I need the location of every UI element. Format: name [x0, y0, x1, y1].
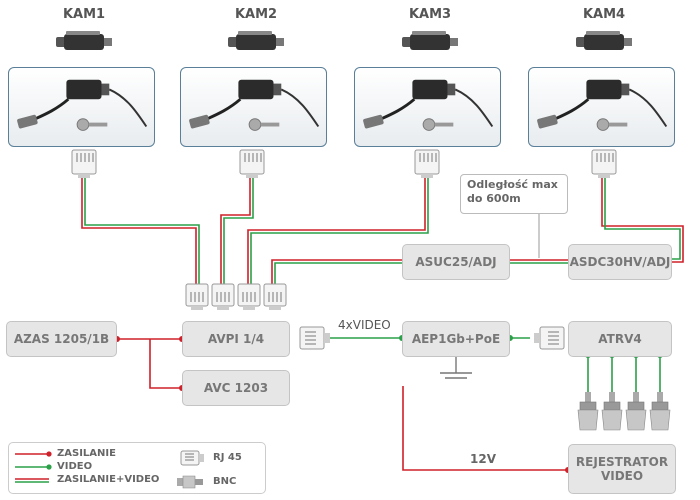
distance-note-line2: do 600m	[467, 192, 521, 205]
video-link-label: 4xVIDEO	[338, 318, 391, 332]
rj45-icon	[591, 149, 617, 178]
balun-card-kam2	[180, 67, 327, 147]
camera-icon	[56, 31, 112, 50]
camera-icon	[402, 31, 458, 50]
device-asdc: ASDC30HV/ADJ	[568, 244, 672, 280]
rj45-icon	[263, 283, 287, 310]
balun-cable-icon	[189, 79, 320, 131]
combo-line-asdc-asuc	[510, 259, 568, 264]
combo-line-kam4	[601, 178, 684, 263]
combo-line-kam1	[81, 178, 200, 284]
rj45-icon	[534, 326, 565, 350]
legend-rj45: RJ 45	[213, 452, 242, 463]
bnc-icon	[577, 392, 599, 431]
legend-zasilanie-video: ZASILANIE+VIDEO	[57, 474, 160, 485]
power-lines	[117, 338, 568, 471]
device-aep: AEP1Gb+PoE	[402, 321, 510, 357]
balun-card-kam3	[354, 67, 501, 147]
camera-label-kam4: KAM4	[582, 7, 626, 22]
legend-zasilanie: ZASILANIE	[57, 448, 116, 459]
combo-line-kam2	[220, 178, 254, 284]
distance-note: Odległość max do 600m	[460, 174, 568, 214]
legend-bnc: BNC	[213, 476, 237, 487]
bnc-icon	[601, 392, 623, 431]
rj45-icon	[180, 450, 204, 466]
camera-icon	[228, 31, 284, 50]
camera-label-kam3: KAM3	[408, 7, 452, 22]
camera-icon	[576, 31, 632, 50]
device-avpi: AVPI 1/4	[182, 321, 290, 357]
rj45-icon	[237, 283, 261, 310]
bnc-icon	[625, 392, 647, 431]
device-azas: AZAS 1205/1B	[6, 321, 117, 357]
legend-video: VIDEO	[57, 461, 93, 472]
device-asuc: ASUC25/ADJ	[402, 244, 510, 280]
camera-label-kam1: KAM1	[62, 7, 106, 22]
balun-cable-icon	[363, 79, 494, 131]
balun-cable-icon	[17, 79, 148, 131]
rj45-plugs-avpi	[185, 283, 287, 310]
ground-icon	[440, 355, 472, 379]
bnc-icon	[177, 475, 203, 489]
power-link-label: 12V	[470, 452, 496, 466]
device-atrv: ATRV4	[568, 321, 672, 357]
legend: ZASILANIE VIDEO ZASILANIE+VIDEO RJ 45 BN…	[8, 442, 266, 494]
rj45-icon	[239, 149, 265, 178]
distance-note-line1: Odległość max	[467, 178, 558, 191]
legend-swatches	[15, 450, 204, 489]
device-avc: AVC 1203	[182, 370, 290, 406]
device-rejestrator: REJESTRATOR VIDEO	[568, 444, 676, 494]
camera-label-kam2: KAM2	[234, 7, 278, 22]
combo-line-kam3	[247, 178, 429, 284]
rj45-icon	[414, 149, 440, 178]
rj45-icon	[299, 326, 330, 350]
balun-cable-icon	[537, 79, 668, 131]
rj45-icon	[71, 149, 97, 178]
bnc-connectors	[577, 392, 671, 431]
rj45-icon	[185, 283, 209, 310]
combo-line-asuc-avpi	[271, 259, 402, 284]
rj45-plugs-cameras	[71, 149, 617, 178]
bnc-icon	[649, 392, 671, 431]
balun-card-kam1	[8, 67, 155, 147]
balun-card-kam4	[528, 67, 675, 147]
rj45-icon	[211, 283, 235, 310]
atrv-bnc-lines	[587, 355, 661, 392]
